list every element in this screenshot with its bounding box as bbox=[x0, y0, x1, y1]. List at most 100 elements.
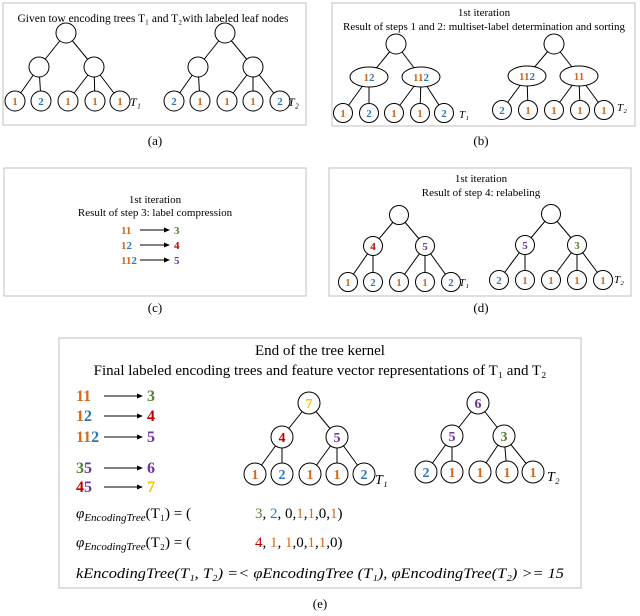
tree-internal-node bbox=[507, 65, 547, 87]
phi-value: 0 bbox=[285, 506, 293, 522]
tree-leaf-node-label: 1 bbox=[334, 468, 341, 483]
tree-leaf-node bbox=[333, 103, 353, 123]
panel-a-caption: (a) bbox=[148, 133, 162, 148]
tree-leaf-node bbox=[189, 90, 211, 112]
tree-leaf-node bbox=[269, 90, 291, 112]
panel-e-t2-label: T₂ bbox=[547, 470, 560, 485]
tree-leaf-node bbox=[363, 272, 383, 292]
tree-leaf-node bbox=[243, 462, 267, 486]
tree-leaf-node-label: 2 bbox=[171, 96, 177, 108]
tree-leaf-node-label: 2 bbox=[423, 466, 430, 481]
tree-leaf-node bbox=[521, 460, 545, 484]
tree-leaf-node bbox=[515, 270, 535, 290]
tree-leaf-node bbox=[242, 90, 264, 112]
mapping-target: 3 bbox=[174, 225, 180, 237]
phi-equation-text: φEncodingTree(T₂) = ( bbox=[76, 535, 191, 553]
tree-internal-node bbox=[349, 66, 389, 88]
tree-internal-node bbox=[492, 424, 516, 448]
phi-value: 0 bbox=[296, 535, 304, 551]
arrow-head bbox=[137, 393, 143, 399]
phi-value: 0 bbox=[330, 535, 338, 551]
arrow-head bbox=[164, 257, 170, 263]
tree-leaf-node bbox=[389, 272, 409, 292]
tree-leaf-node bbox=[495, 460, 519, 484]
panel-c-line2: Result of step 3: label compression bbox=[78, 207, 233, 219]
tree-leaf-node bbox=[489, 270, 509, 290]
tree-root-node-label: 7 bbox=[306, 397, 313, 412]
tree-leaf-node bbox=[541, 270, 561, 290]
tree-leaf-node bbox=[518, 100, 538, 120]
arrow-head bbox=[164, 227, 170, 233]
panel-a-frame bbox=[2, 2, 307, 126]
phi-value: 1 bbox=[330, 506, 338, 522]
phi-equation-text: φEncodingTree(T₁) = ( bbox=[76, 506, 191, 524]
tree-internal-node bbox=[242, 56, 264, 78]
panel-d-t2-label: T₂ bbox=[614, 274, 624, 286]
tree-leaf-node-label: 2 bbox=[38, 96, 44, 108]
tree-internal-node bbox=[83, 56, 105, 78]
phi-vector-values: 3, 2, 0,1,1,0,1) bbox=[255, 506, 343, 522]
panel-d-t1-label: T₁ bbox=[459, 277, 469, 289]
tree-internal-node bbox=[415, 236, 435, 256]
panel-b-caption: (b) bbox=[473, 133, 488, 148]
arrow-head bbox=[164, 242, 170, 248]
tree-internal-node-label: 112 bbox=[413, 72, 429, 84]
mapping-source: 112 bbox=[76, 429, 99, 446]
tree-leaf-node-label: 2 bbox=[361, 468, 368, 483]
tree-root-node bbox=[214, 22, 236, 44]
tree-internal-node bbox=[567, 235, 587, 255]
tree-internal-node bbox=[515, 235, 535, 255]
tree-leaf-node-label: 2 bbox=[448, 277, 454, 289]
tree-internal-node bbox=[28, 56, 50, 78]
tree-leaf-node-label: 2 bbox=[496, 275, 502, 287]
panel-d-line2: Result of step 4: relabeling bbox=[422, 187, 541, 199]
phi-value: 3 bbox=[255, 506, 263, 522]
tree-leaf-node-label: 1 bbox=[548, 275, 554, 287]
mapping-target: 3 bbox=[147, 388, 155, 405]
tree-leaf-node bbox=[384, 103, 404, 123]
arrow-head bbox=[137, 465, 143, 471]
tree-leaf-node bbox=[410, 103, 430, 123]
mapping-target: 5 bbox=[147, 429, 155, 446]
tree-leaf-node-label: 1 bbox=[117, 96, 123, 108]
tree-internal-node-label: 3 bbox=[501, 430, 508, 445]
tree-leaf-node-label: 1 bbox=[422, 277, 428, 289]
phi-value: 1 bbox=[319, 535, 327, 551]
tree-leaf-node bbox=[270, 462, 294, 486]
tree-leaf-node-label: 1 bbox=[530, 466, 537, 481]
panel-e-t1-label: T₁ bbox=[375, 473, 388, 488]
tree-leaf-node-label: 1 bbox=[345, 277, 351, 289]
tree-internal-node-label: 12 bbox=[364, 72, 376, 84]
tree-internal-node-label: 112 bbox=[519, 71, 535, 83]
panel-b-t2-label: T₂ bbox=[617, 102, 627, 114]
tree-root-node bbox=[385, 33, 407, 55]
tree-leaf-node bbox=[567, 270, 587, 290]
phi-value: 1 bbox=[270, 535, 278, 551]
phi-value: 1 bbox=[308, 506, 316, 522]
tree-leaf-node-label: 1 bbox=[396, 277, 402, 289]
tree-internal-node bbox=[440, 424, 464, 448]
tree-internal-node-label: 3 bbox=[574, 240, 580, 252]
mapping-target: 4 bbox=[147, 408, 155, 425]
phi-value: 2 bbox=[270, 506, 278, 522]
tree-leaf-node bbox=[57, 90, 79, 112]
tree-internal-node-label: 4 bbox=[370, 241, 376, 253]
arrow-head bbox=[137, 434, 143, 440]
tree-leaf-node bbox=[109, 90, 131, 112]
tree-leaf-node bbox=[298, 462, 322, 486]
tree-internal-node bbox=[559, 65, 599, 87]
tree-root-node-label: 6 bbox=[475, 397, 482, 412]
mapping-target: 5 bbox=[174, 255, 180, 267]
tree-leaf-node bbox=[359, 103, 379, 123]
tree-leaf-node-label: 1 bbox=[477, 466, 484, 481]
mapping-source: 12 bbox=[121, 240, 133, 252]
tree-root-node bbox=[466, 391, 490, 415]
panel-a-t1-label: T₁ bbox=[130, 95, 141, 109]
tree-leaf-node-label: 2 bbox=[441, 108, 447, 120]
panel-e-frame bbox=[58, 337, 582, 589]
